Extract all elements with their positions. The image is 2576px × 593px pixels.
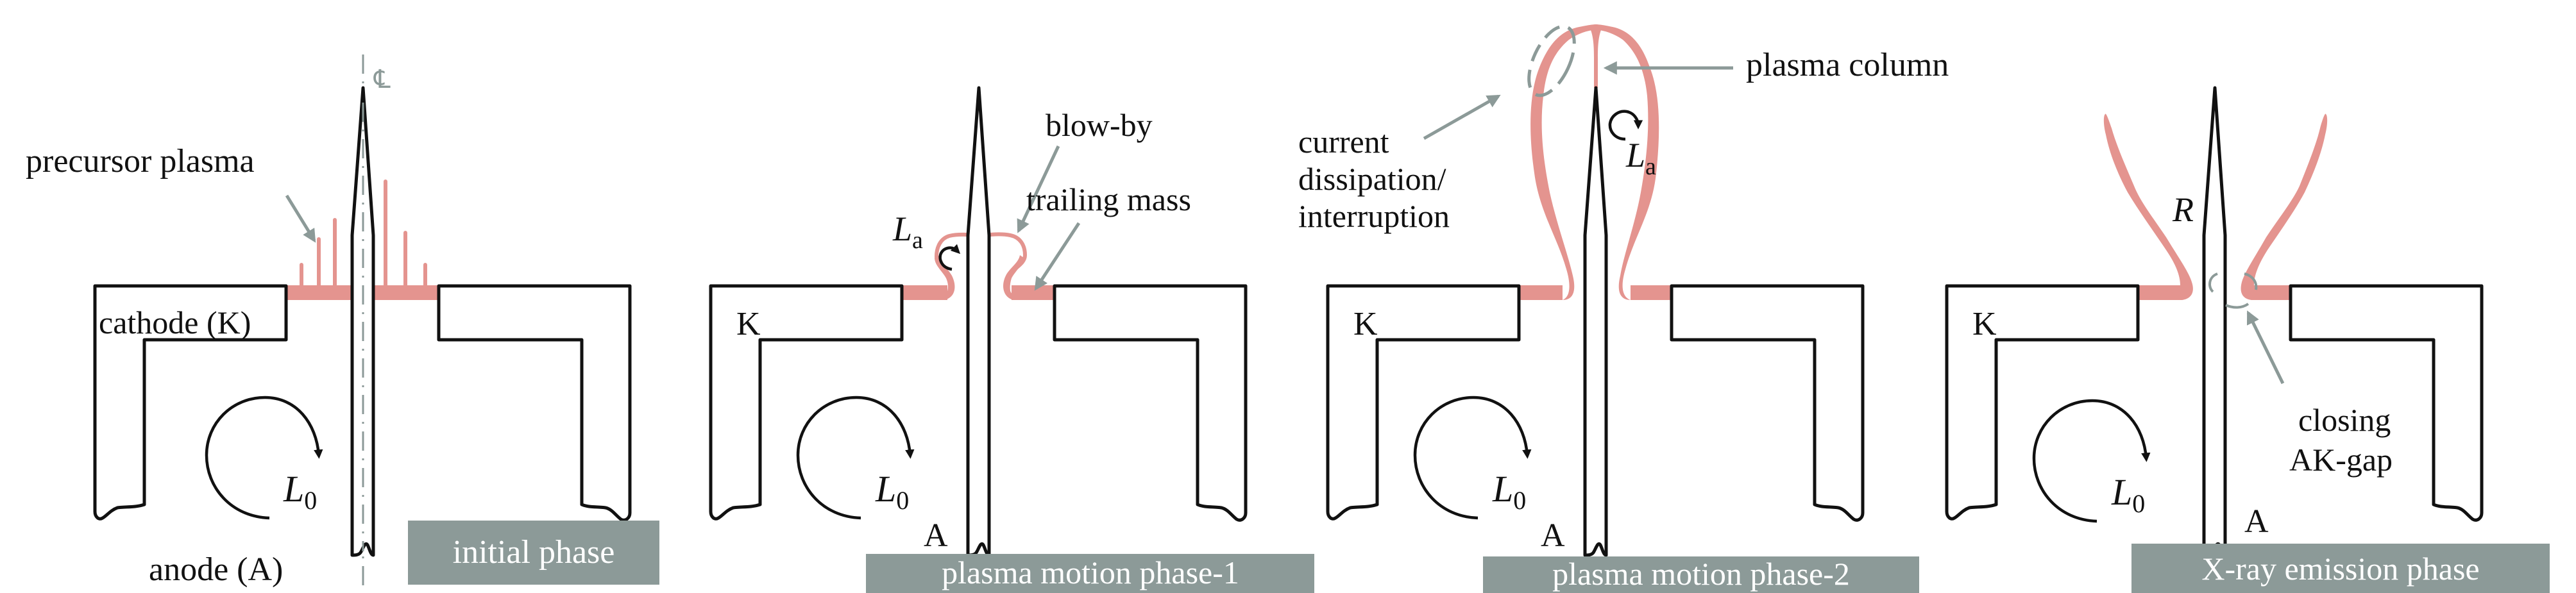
- label-trailing-mass: trailing mass: [1026, 181, 1191, 217]
- resistance-R: R: [2172, 190, 2194, 229]
- ak-gap-marker-left: [2208, 272, 2218, 293]
- phase-label-1: initial phase: [453, 534, 615, 571]
- ak-gap-marker-right: [2244, 272, 2258, 290]
- label-cathode-K: K: [736, 306, 761, 342]
- plasma-sheath-1: [902, 232, 1055, 300]
- plasma-balloon: [1518, 24, 1673, 300]
- label-cathode-K: K: [1353, 306, 1378, 342]
- precursor-plasma-band-left: [284, 285, 351, 300]
- phase-label-2: plasma motion phase-1: [942, 555, 1239, 590]
- label-anode-A: A: [2244, 503, 2269, 540]
- inductance-L0: L0: [875, 468, 909, 515]
- precursor-plasma-band-right: [375, 285, 439, 300]
- inductance-La: La: [892, 210, 923, 254]
- electrodes-4: [1947, 88, 2482, 555]
- label-dissipation: dissipation/: [1298, 161, 1446, 197]
- label-cathode: cathode (K): [99, 305, 251, 340]
- panel-initial: ℄ precursor plasma cathode (K) L0 anode …: [26, 54, 659, 593]
- label-cathode-K: K: [1972, 306, 1997, 342]
- label-precursor-plasma: precursor plasma: [26, 143, 255, 180]
- electrodes-2: [711, 88, 1246, 555]
- loop-La-icon: [1608, 110, 1643, 141]
- phase-label-4: X-ray emission phase: [2201, 551, 2479, 587]
- label-anode-A: A: [1541, 517, 1565, 554]
- inductance-La: La: [1625, 136, 1656, 180]
- phase-label-box-4: [2131, 544, 2550, 593]
- inductance-L0: L0: [283, 468, 317, 515]
- dissipation-region-marker: [1527, 24, 1576, 97]
- arrow-current-dissipation: [1423, 94, 1501, 140]
- loop-La-icon: [938, 244, 961, 271]
- electrodes-3: [1328, 88, 1863, 555]
- label-anode: anode (A): [149, 551, 283, 588]
- inductance-L0: L0: [1492, 468, 1526, 515]
- centerline-symbol: ℄: [373, 65, 391, 94]
- label-anode-A: A: [924, 517, 948, 554]
- panel-xray: closing AK-gap R K L0 A X-ray emission p…: [1947, 88, 2550, 593]
- label-plasma-column: plasma column: [1746, 47, 1949, 83]
- arrow-blow-by: [1017, 145, 1060, 233]
- label-interruption: interruption: [1298, 198, 1450, 234]
- arrow-closing-ak-gap: [2246, 310, 2285, 385]
- label-blow-by: blow-by: [1046, 107, 1153, 143]
- inductance-L0: L0: [2111, 471, 2145, 518]
- ak-gap-marker-bottom: [2225, 303, 2250, 309]
- phase-label-box-3: [1483, 556, 1919, 593]
- phase-label-box-1: [408, 521, 659, 585]
- label-closing: closing: [2298, 402, 2391, 438]
- arrow-precursor-plasma: [285, 194, 316, 243]
- panel-motion-2: La plasma column current dissipation/ in…: [1298, 24, 1949, 593]
- arrow-trailing-mass: [1034, 222, 1081, 291]
- phase-label-3: plasma motion phase-2: [1552, 556, 1850, 592]
- phase-label-box-2: [866, 554, 1314, 593]
- label-current: current: [1298, 124, 1389, 160]
- plasma-sheath-4: [2103, 113, 2328, 300]
- precursor-plasma-filaments: [300, 180, 427, 289]
- label-ak-gap: AK-gap: [2289, 442, 2393, 478]
- panel-motion-1: La blow-by trailing mass K L0 A plasma m…: [711, 88, 1314, 593]
